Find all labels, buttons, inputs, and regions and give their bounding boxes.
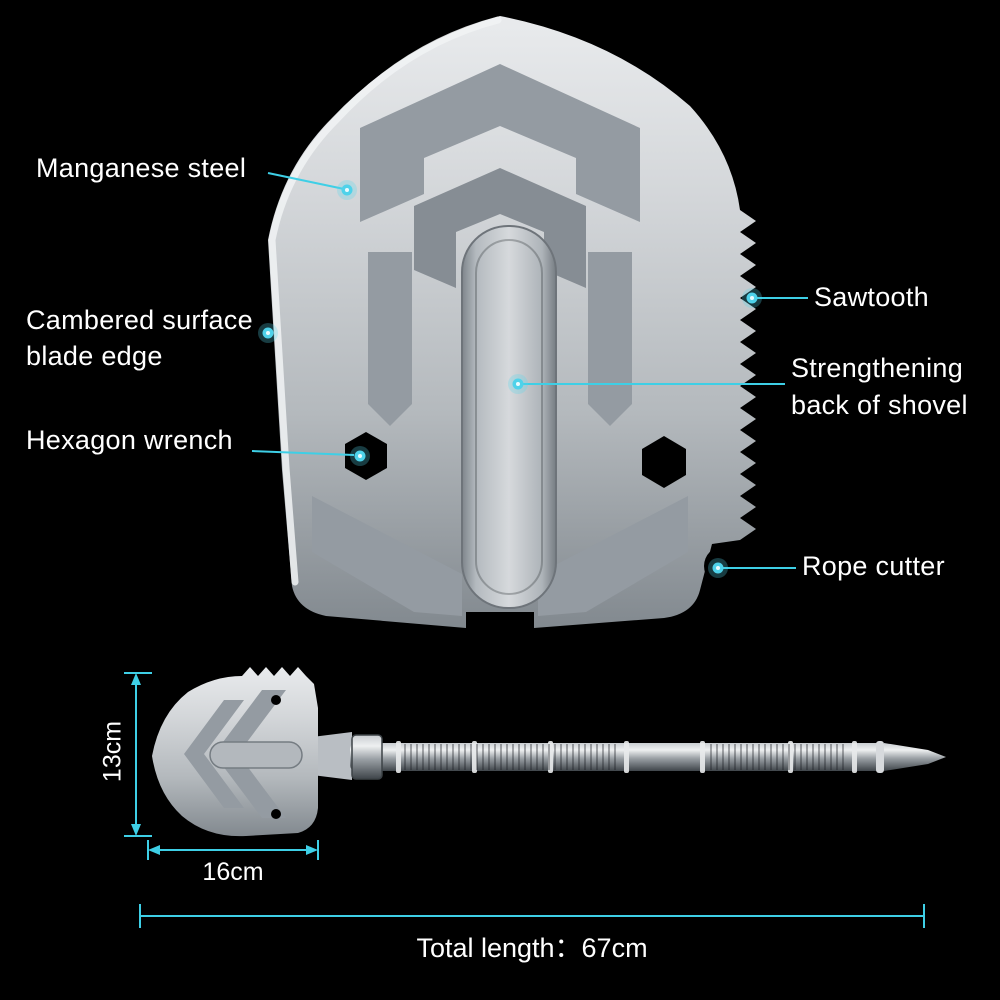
dimension-13cm-line: [124, 672, 152, 837]
label-cambered-surface-blade-edge: Cambered surface blade edge: [26, 302, 253, 374]
callout-dot-strengthening: [508, 374, 528, 394]
handle-hex-collar: [351, 734, 383, 780]
callout-dot-rope: [708, 558, 728, 578]
label-strengthening-line2: back of shovel: [791, 390, 968, 420]
assembled-shovel-graphic: [152, 667, 946, 837]
cambered-edge-highlight: [268, 16, 502, 586]
label-strengthening-line1: Strengthening: [791, 353, 964, 383]
leader-hexagon: [251, 450, 355, 456]
callout-dot-manganese: [337, 180, 357, 200]
label-cambered-line1: Cambered surface: [26, 305, 253, 335]
label-hexagon-wrench: Hexagon wrench: [26, 425, 233, 455]
small-head-rib: [209, 741, 303, 769]
label-strengthening-back: Strengthening back of shovel: [791, 350, 968, 424]
label-sawtooth: Sawtooth: [814, 282, 929, 312]
dimension-label-16cm: 16cm: [202, 858, 264, 886]
dimension-label-13cm: 13cm: [98, 720, 127, 783]
reinforcement-rib-inner: [475, 239, 543, 595]
dimension-16cm-line: [147, 840, 319, 860]
hex-hole-right: [642, 436, 686, 488]
small-head-bolt-bottom: [271, 809, 281, 819]
label-manganese-steel: Manganese steel: [36, 153, 247, 183]
handle-knurl-front: [404, 744, 616, 770]
blade-pattern: [312, 64, 688, 616]
shovel-head-graphic: [268, 16, 764, 628]
small-head-bolt-top: [271, 695, 281, 705]
label-cambered-line2: blade edge: [26, 341, 163, 371]
label-rope-cutter: Rope cutter: [802, 551, 945, 581]
callout-dots: [258, 180, 762, 578]
dimension-lines: [124, 672, 925, 928]
rope-cutter-notch: [704, 542, 764, 590]
handle-knurl-rear: [708, 744, 848, 770]
leader-manganese: [267, 172, 345, 190]
callout-leaders: [251, 172, 808, 569]
dimension-total-length-line: [139, 904, 925, 928]
hex-hole-left: [345, 432, 387, 480]
handle-tip-ring: [876, 741, 884, 773]
callout-dot-sawtooth: [742, 288, 762, 308]
dimension-label-total-length: Total length：67cm: [416, 933, 648, 963]
callout-dot-hexagon: [350, 446, 370, 466]
handle-point-tip: [884, 743, 946, 771]
reinforcement-rib: [461, 225, 557, 609]
callout-dot-cambered: [258, 323, 278, 343]
